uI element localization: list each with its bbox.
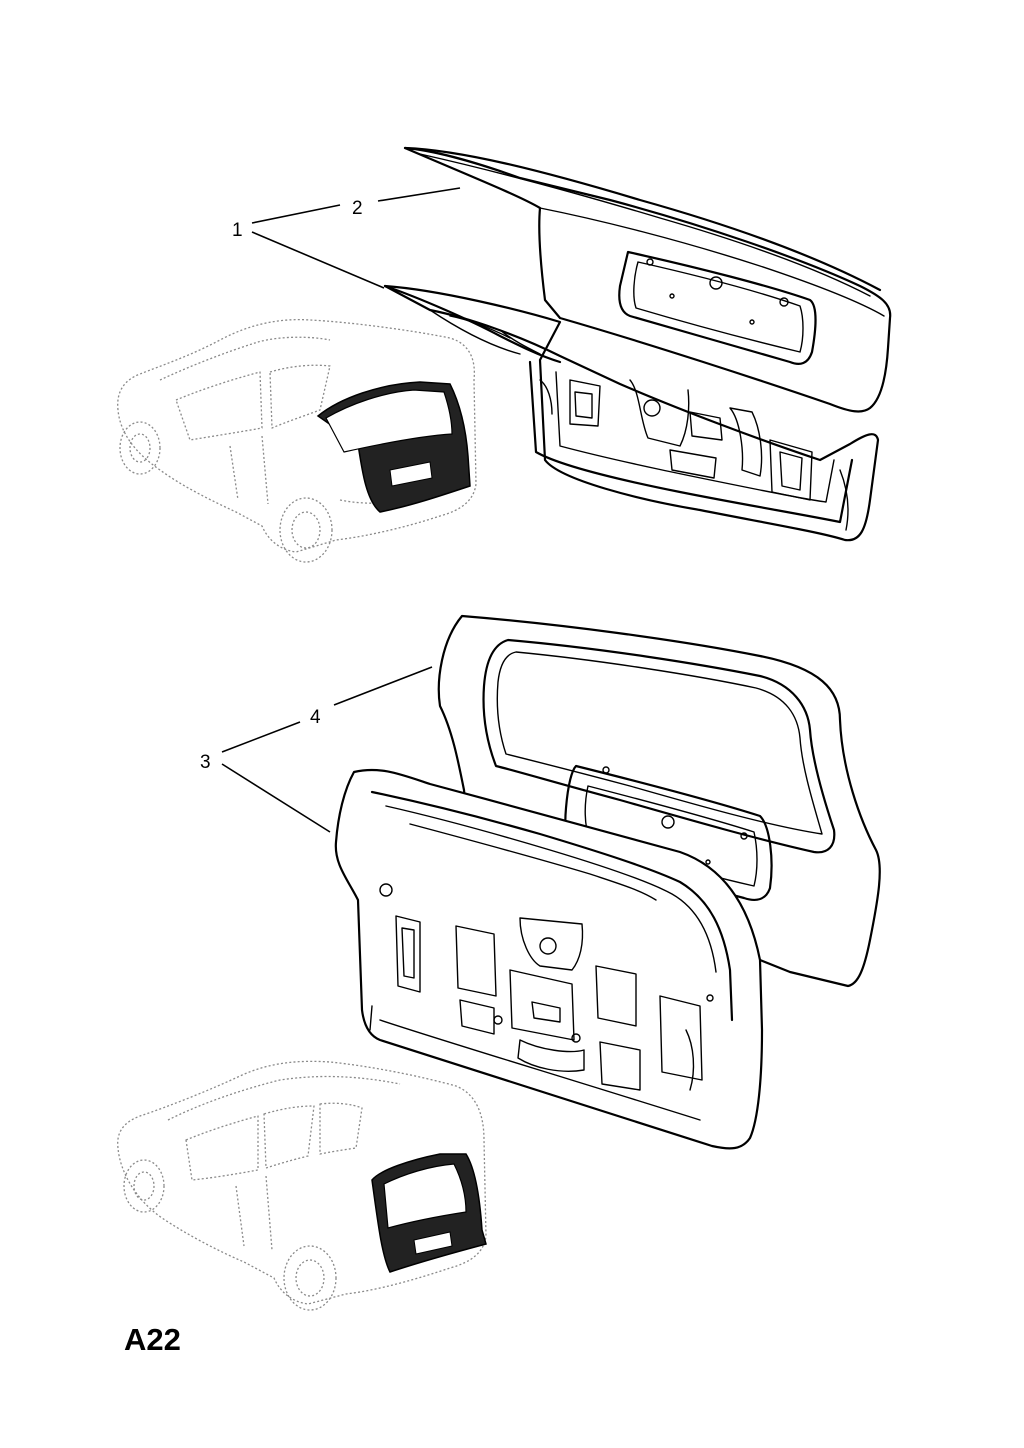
estate-tailgate-highlight (371, 1153, 487, 1273)
estate-tailgate-inner-frame[interactable] (334, 768, 764, 1150)
leader-lines (221, 187, 461, 833)
callout-2: 2 (352, 198, 363, 219)
hatchback-tailgate-inner-frame[interactable] (383, 284, 880, 542)
callout-labels: 1 2 3 4 (200, 198, 363, 773)
callout-3: 3 (200, 752, 211, 773)
callout-4: 4 (310, 707, 321, 728)
hatchback-tailgate-highlight (316, 381, 471, 513)
callout-1: 1 (232, 220, 243, 241)
page-code: A22 (124, 1322, 181, 1357)
estate-car-locator (117, 1060, 487, 1311)
hatchback-tailgate-outer-panel[interactable] (403, 146, 892, 413)
